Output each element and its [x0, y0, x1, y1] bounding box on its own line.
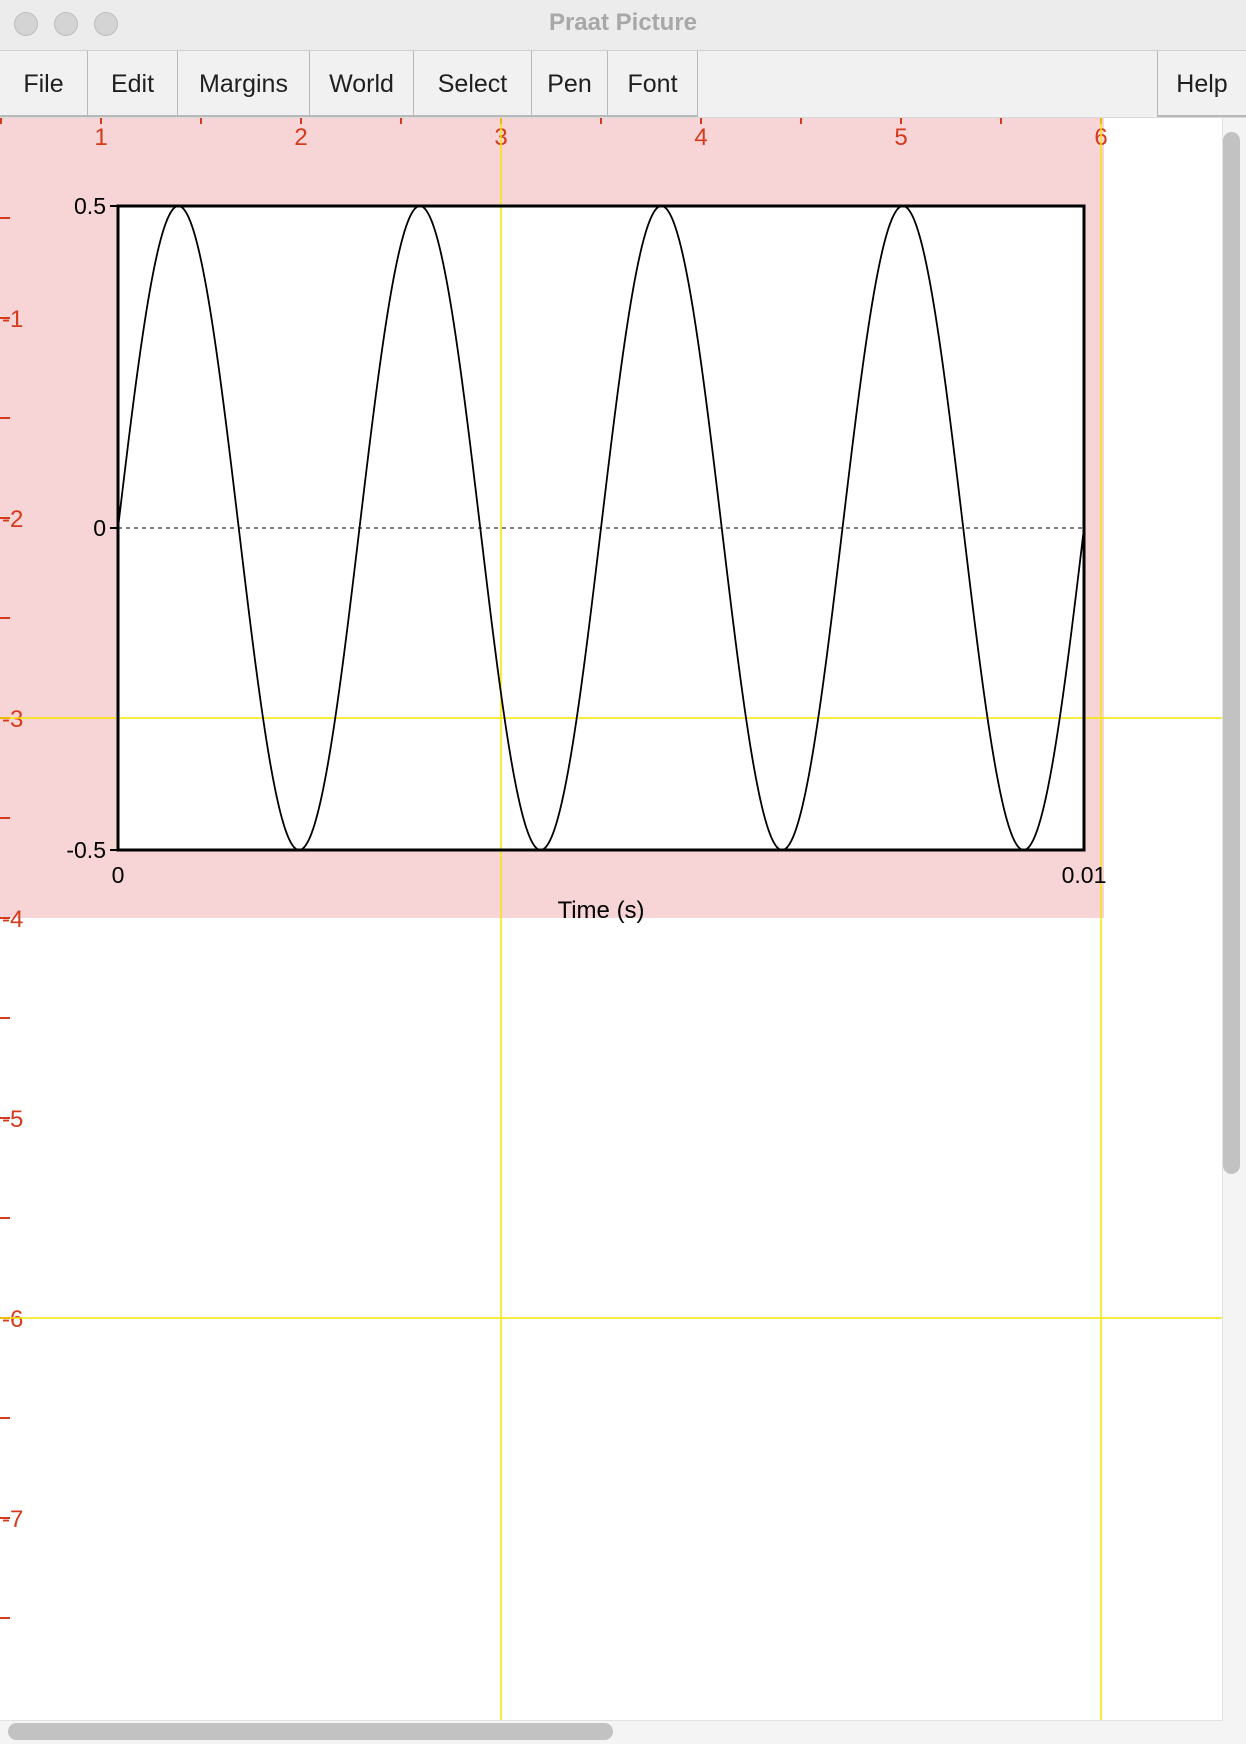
- close-window-button[interactable]: [14, 12, 38, 36]
- waveform-line: [117, 205, 1085, 851]
- ruler-label-left: -3: [2, 706, 23, 733]
- ruler-label-left: -5: [2, 1106, 23, 1133]
- menu-margins[interactable]: Margins: [178, 51, 310, 117]
- ruler-label-top: 2: [294, 124, 307, 151]
- x-axis-label: Time (s): [557, 897, 644, 924]
- menu-help[interactable]: Help: [1157, 51, 1246, 117]
- y-tick-label: -0.5: [66, 837, 106, 863]
- x-tick-label: 0: [112, 862, 125, 888]
- menu-world[interactable]: World: [310, 51, 414, 117]
- y-tick-label: 0.5: [74, 193, 106, 219]
- ruler-label-top: 5: [894, 124, 907, 151]
- vertical-scroll-thumb[interactable]: [1223, 132, 1240, 1174]
- menu-select[interactable]: Select: [414, 51, 532, 117]
- x-tick-label: 0.01: [1062, 862, 1107, 888]
- menu-file[interactable]: File: [0, 51, 88, 117]
- ruler-label-top: 1: [94, 124, 107, 151]
- ruler-label-left: -4: [2, 906, 23, 933]
- minimize-window-button[interactable]: [54, 12, 78, 36]
- ruler-label-left: -6: [2, 1306, 23, 1333]
- title-bar: Praat Picture: [0, 0, 1246, 51]
- menu-bar: File Edit Margins World Select Pen Font …: [0, 51, 1246, 118]
- ruler-left: -1 -2 -3 -4 -5 -6 -7: [0, 217, 23, 1619]
- menu-pen[interactable]: Pen: [532, 51, 608, 117]
- scrollbar-corner: [1222, 1720, 1246, 1744]
- menu-font[interactable]: Font: [608, 51, 698, 117]
- zoom-window-button[interactable]: [94, 12, 118, 36]
- menu-edit[interactable]: Edit: [88, 51, 178, 117]
- ruler-label-left: -7: [2, 1506, 23, 1533]
- window-title: Praat Picture: [548, 9, 698, 36]
- ruler-label-left: -2: [2, 506, 23, 533]
- ruler-label-left: -1: [2, 306, 23, 333]
- horizontal-scroll-thumb[interactable]: [8, 1723, 613, 1740]
- y-tick-label: 0: [93, 515, 106, 541]
- y-tick-marks: [110, 205, 118, 851]
- ruler-label-top: 4: [694, 124, 707, 151]
